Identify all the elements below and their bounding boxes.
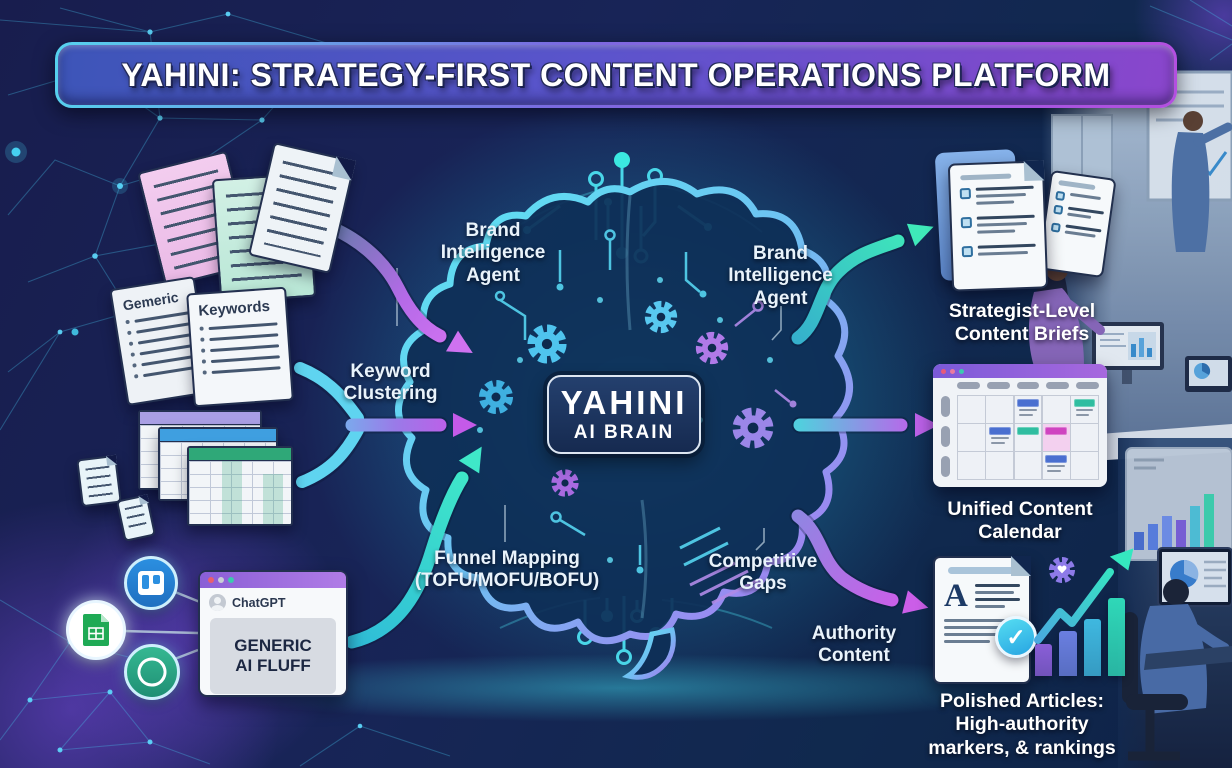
calendar-event-chip — [1017, 426, 1039, 435]
calendar-cell — [1071, 452, 1098, 479]
google-sheets-icon — [66, 600, 126, 660]
avatar-icon — [209, 594, 226, 611]
polished-article-doc: A ✓ — [933, 556, 1037, 684]
articles-label: Polished Articles: High-authority marker… — [928, 690, 1116, 759]
arrow-ai-fluff-to-brain — [345, 471, 469, 649]
calendar-cell — [1042, 424, 1070, 451]
content-brief-doc-main — [947, 160, 1049, 292]
calendar-cell — [1014, 396, 1042, 423]
page-fold — [1011, 556, 1031, 576]
flow-arrows — [291, 219, 939, 651]
calendar-event-chip — [1045, 454, 1068, 463]
chatgpt-window: ChatGPT GENERIC AI FLUFF — [198, 570, 348, 697]
content-brief-doc-back — [1037, 169, 1117, 279]
briefs-label: Strategist-Level Content Briefs — [948, 300, 1096, 346]
gear-icon — [696, 332, 728, 364]
doc-title: Gemeric — [121, 288, 180, 314]
arrow-brain-to-articles — [791, 509, 899, 607]
ranking-bar — [1083, 619, 1101, 676]
calendar-cell — [1071, 424, 1098, 451]
article-drop-cap: A — [944, 578, 968, 614]
window-titlebar — [933, 364, 1107, 378]
page-fold — [1023, 160, 1045, 182]
calendar-label: Unified Content Calendar — [947, 498, 1093, 544]
calendar-day-headers — [957, 382, 1099, 389]
calendar-grid — [957, 395, 1099, 480]
calendar-cell — [958, 424, 985, 451]
calendar-cell — [1014, 452, 1042, 479]
calendar-cell — [986, 396, 1014, 423]
spreadsheet-front — [187, 446, 293, 526]
ranking-bar — [1035, 644, 1053, 676]
calendar-cell — [958, 396, 985, 423]
arrow-brain-to-briefs — [791, 234, 905, 345]
brain-stem — [621, 627, 676, 680]
arrow-keyword-clustering — [294, 362, 364, 424]
calendar-cell — [1042, 396, 1070, 423]
openai-icon — [124, 644, 180, 700]
ranking-bars — [1035, 596, 1125, 676]
window-dot-teal — [959, 368, 964, 374]
window-dot-teal — [228, 577, 234, 583]
content-calendar-window — [933, 364, 1107, 487]
calendar-cell — [1071, 396, 1098, 423]
calendar-cell — [1014, 424, 1042, 451]
calendar-cell — [986, 452, 1014, 479]
keywords-doc: Keywords — [186, 286, 294, 408]
window-titlebar — [200, 572, 346, 588]
chat-app-name: ChatGPT — [232, 595, 286, 610]
label-competitive-gaps: Competitive Gaps — [708, 551, 818, 595]
calendar-event-chip — [1045, 426, 1068, 435]
window-dot-pink — [950, 368, 955, 374]
page-title: YAHINI: STRATEGY-FIRST CONTENT OPERATION… — [121, 56, 1111, 93]
label-funnel-mapping: Funnel Mapping (TOFU/MOFU/BOFU) — [414, 548, 600, 592]
label-brand-intelligence-right: Brand Intelligence Agent — [728, 243, 833, 309]
quality-gear-icon — [1049, 557, 1075, 583]
brain-title: YAHINI — [560, 383, 688, 421]
doc-title: Keywords — [197, 297, 271, 320]
calendar-cell — [1042, 452, 1070, 479]
ranking-bar — [1059, 631, 1077, 676]
label-authority-content: Authority Content — [811, 623, 897, 667]
ranking-bar — [1107, 598, 1125, 676]
gear-icon — [646, 302, 676, 332]
window-dot-red — [208, 577, 214, 583]
generic-ai-fluff-text: GENERIC AI FLUFF — [210, 618, 336, 694]
sticky-note — [76, 454, 122, 508]
label-brand-intelligence-left: Brand Intelligence Agent — [440, 220, 546, 286]
title-banner: YAHINI: STRATEGY-FIRST CONTENT OPERATION… — [55, 42, 1177, 108]
yahini-ai-brain-box: YAHINI AI BRAIN — [547, 375, 701, 454]
calendar-event-chip — [1017, 398, 1039, 407]
calendar-event-chip — [1073, 398, 1096, 407]
label-keyword-clustering: Keyword Clustering — [343, 361, 438, 405]
window-dot-gray — [218, 577, 224, 583]
arrow-docs-to-brain — [325, 221, 447, 343]
checkmark-icon: ✓ — [995, 616, 1037, 658]
office-scene-bottom-right — [1118, 438, 1232, 768]
calendar-event-chip — [988, 426, 1011, 435]
calendar-cell — [958, 452, 985, 479]
calendar-cell — [986, 424, 1014, 451]
growth-arrow-icon — [1034, 548, 1134, 644]
brain-subtitle: AI BRAIN — [573, 421, 675, 443]
trello-icon — [124, 556, 178, 610]
window-dot-red — [941, 368, 946, 374]
calendar-time-column — [941, 396, 950, 477]
